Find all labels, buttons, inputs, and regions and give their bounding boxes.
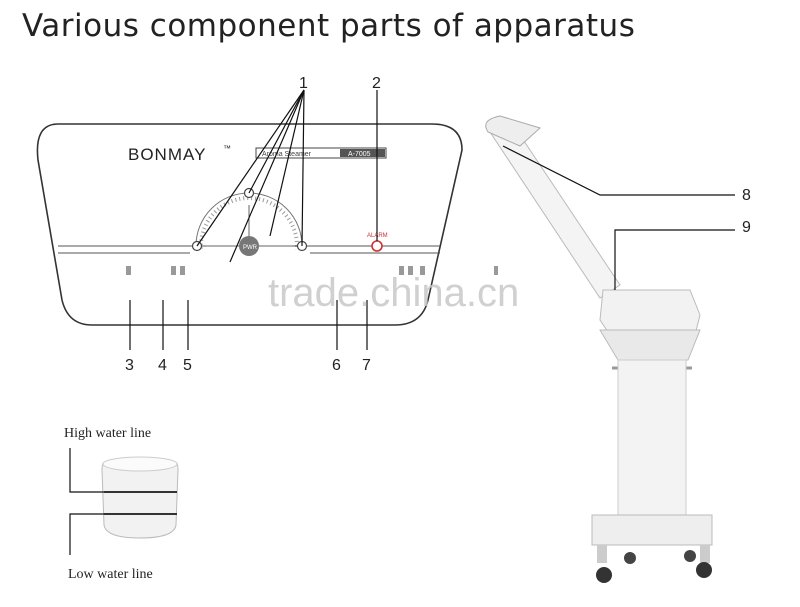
power-knob-label: PWR bbox=[243, 245, 258, 251]
callout-1: 1 bbox=[299, 75, 308, 92]
diagram-title: Various component parts of apparatus bbox=[22, 8, 636, 44]
callout-5: 5 bbox=[183, 357, 192, 374]
high-water-line-label: High water line bbox=[64, 426, 151, 441]
control-panel-outline bbox=[36, 123, 463, 326]
switch-5[interactable] bbox=[180, 266, 185, 275]
switch-3[interactable] bbox=[126, 266, 131, 275]
brand-label: BONMAY bbox=[128, 145, 206, 164]
callout-4: 4 bbox=[158, 357, 167, 374]
model-label-box bbox=[255, 147, 387, 159]
callout-9: 9 bbox=[742, 219, 751, 236]
callout-6: 6 bbox=[332, 357, 341, 374]
trademark-symbol: ™ bbox=[223, 144, 231, 153]
callout-3: 3 bbox=[125, 357, 134, 374]
water-container bbox=[101, 456, 179, 539]
model-number-label: A-7005 bbox=[348, 151, 371, 158]
power-knob[interactable] bbox=[239, 236, 259, 256]
switch-6[interactable] bbox=[399, 266, 404, 275]
alarm-indicator-light bbox=[371, 240, 383, 252]
watermark: trade.china.cn bbox=[268, 271, 519, 315]
steamer-apparatus bbox=[485, 115, 713, 583]
caster-wheel bbox=[696, 562, 712, 578]
model-name-label: Aroma Steamer bbox=[262, 151, 312, 158]
callout-8: 8 bbox=[742, 187, 751, 204]
switch-7[interactable] bbox=[420, 266, 425, 275]
switch-4[interactable] bbox=[171, 266, 176, 275]
callout-7: 7 bbox=[362, 357, 371, 374]
caster-wheel bbox=[596, 567, 612, 583]
low-water-line-label: Low water line bbox=[68, 567, 153, 582]
callout-2: 2 bbox=[372, 75, 381, 92]
